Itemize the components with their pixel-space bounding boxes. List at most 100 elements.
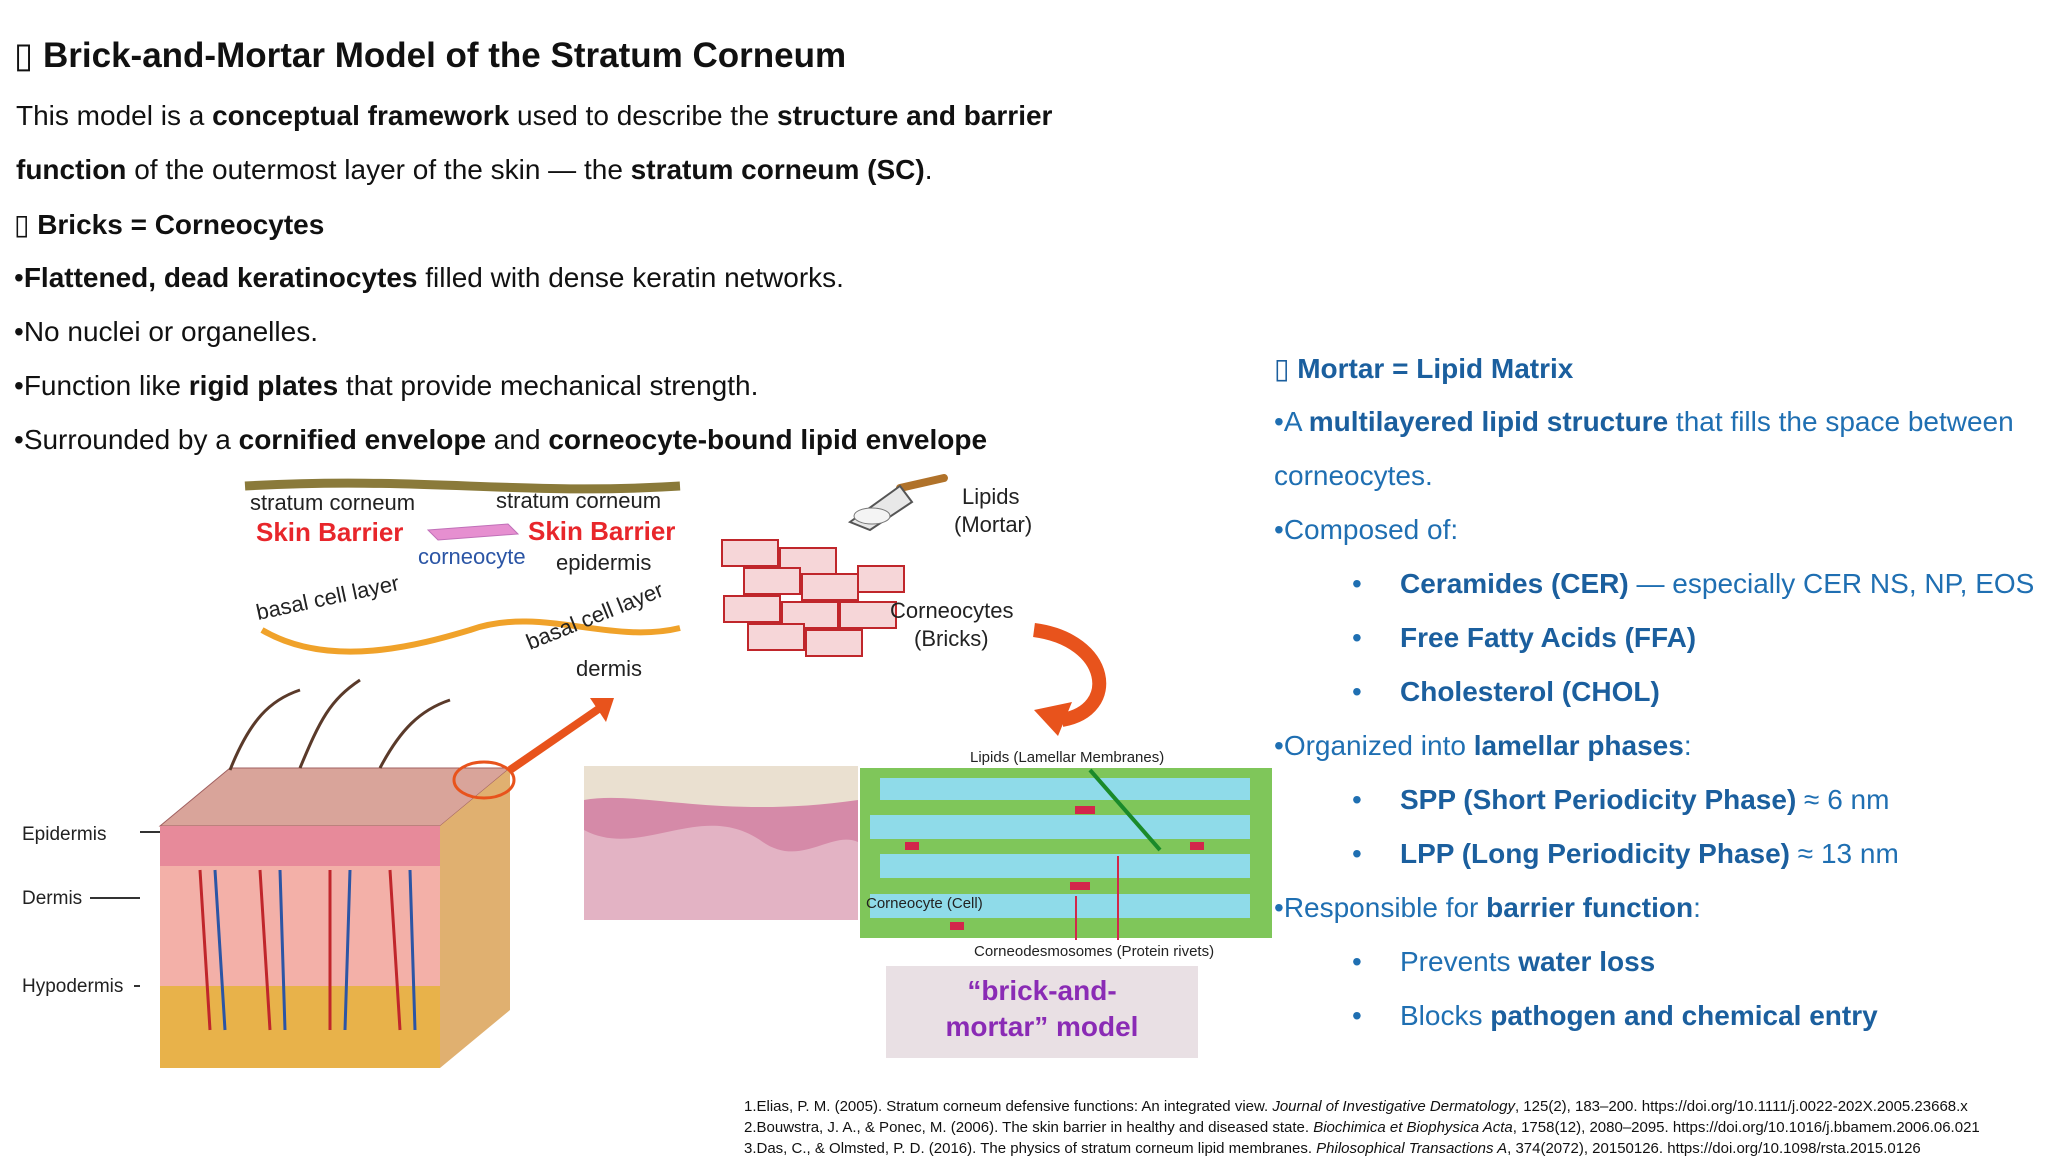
straight-arrow-head bbox=[590, 698, 614, 722]
lamellar-diagram bbox=[860, 768, 1272, 940]
sub-bullet-ceramides: •Ceramides (CER) — especially CER NS, NP… bbox=[1352, 568, 2035, 599]
bullet-bold: LPP (Long Periodicity Phase) bbox=[1400, 838, 1791, 869]
epidermis-top-label: epidermis bbox=[556, 550, 651, 575]
corneocytes-bricks-label-1: Corneocytes bbox=[890, 598, 1014, 623]
bullet-text: Responsible for bbox=[1283, 892, 1487, 923]
sub-bullet-ffa: •Free Fatty Acids (FFA) bbox=[1352, 622, 1697, 653]
bullet-text: : bbox=[1693, 892, 1701, 923]
curved-arrow-head bbox=[1034, 702, 1072, 736]
straight-arrow-icon bbox=[507, 704, 603, 774]
ref-journal: Philosophical Transactions A bbox=[1316, 1140, 1508, 1157]
lipids-lamellar-label: Lipids (Lamellar Membranes) bbox=[970, 749, 1164, 766]
ref-journal: Journal of Investigative Dermatology bbox=[1272, 1098, 1515, 1115]
bullet-bold: barrier function bbox=[1486, 892, 1694, 923]
sub-bullet-chol: •Cholesterol (CHOL) bbox=[1352, 676, 1660, 707]
bullet-text: Blocks bbox=[1400, 1000, 1491, 1031]
corneocyte-cell-label: Corneocyte (Cell) bbox=[866, 895, 983, 912]
corneodesmosomes-label: Corneodesmosomes (Protein rivets) bbox=[974, 943, 1214, 960]
bricks-bullet-4: •Surrounded by a cornified envelope and … bbox=[14, 424, 988, 455]
basal-left-label: basal cell layer bbox=[254, 570, 402, 625]
bricks-bullet-3: •Function like rigid plates that provide… bbox=[14, 370, 759, 401]
bullet-text: Prevents bbox=[1400, 946, 1519, 977]
intro-text: used to describe the bbox=[509, 100, 778, 131]
bullet-text: that provide mechanical strength. bbox=[338, 370, 759, 401]
bullet-text: — especially CER NS, NP, EOS bbox=[1628, 568, 2035, 599]
bullet-text: No nuclei or organelles. bbox=[23, 316, 318, 347]
bricks-heading: ▯ Bricks = Corneocytes bbox=[14, 209, 325, 240]
intro-bold: conceptual framework bbox=[212, 100, 510, 131]
basal-right-label: basal cell layer bbox=[523, 577, 667, 655]
model-label-2: mortar” model bbox=[946, 1011, 1139, 1042]
mortar-bullet-3: •Organized into lamellar phases: bbox=[1274, 730, 1692, 761]
bullet-bold: cornified envelope bbox=[238, 424, 487, 455]
sub-bullet-pathogen: •Blocks pathogen and chemical entry bbox=[1352, 1000, 1878, 1031]
intro-bold: structure and barrier bbox=[777, 100, 1053, 131]
corneocyte-shape bbox=[426, 523, 520, 541]
reference-1: 1.Elias, P. M. (2005). Stratum corneum d… bbox=[744, 1096, 1980, 1117]
curved-arrow-icon bbox=[1032, 623, 1107, 727]
corneocyte-label: corneocyte bbox=[418, 544, 526, 569]
ref-journal: Biochimica et Biophysica Acta bbox=[1313, 1119, 1513, 1136]
bricks-bullet-2: •No nuclei or organelles. bbox=[14, 316, 318, 347]
brick-wall-icon bbox=[721, 539, 905, 657]
mortar-bullet-2: •Composed of: bbox=[1274, 514, 1459, 545]
sub-bullet-spp: •SPP (Short Periodicity Phase) ≈ 6 nm bbox=[1352, 784, 1890, 815]
skin-cross-section bbox=[158, 678, 512, 1068]
bullet-text: Organized into bbox=[1283, 730, 1474, 761]
bullet-bold: Cholesterol (CHOL) bbox=[1400, 676, 1660, 707]
intro-line-1: This model is a conceptual framework use… bbox=[16, 100, 1052, 132]
dermis-top-label: dermis bbox=[576, 656, 642, 681]
sub-bullet-lpp: •LPP (Long Periodicity Phase) ≈ 13 nm bbox=[1352, 838, 1899, 869]
model-label-box bbox=[886, 966, 1198, 1058]
bullet-text: Function like bbox=[23, 370, 189, 401]
bullet-bold: Free Fatty Acids (FFA) bbox=[1400, 622, 1697, 653]
bullet-bold: Flattened, dead keratinocytes bbox=[23, 262, 418, 293]
ref-text: , 1758(12), 2080–2095. https://doi.org/1… bbox=[1512, 1119, 1980, 1136]
lipids-mortar-label-1: Lipids bbox=[962, 484, 1019, 509]
ref-text: 1.Elias, P. M. (2005). Stratum corneum d… bbox=[744, 1098, 1273, 1115]
intro-text: of the outermost layer of the skin — the bbox=[126, 154, 631, 185]
page-title: ▯ Brick-and-Mortar Model of the Stratum … bbox=[14, 36, 847, 75]
bullet-bold: water loss bbox=[1518, 946, 1656, 977]
bullet-text: A bbox=[1283, 406, 1309, 437]
ref-text: 2.Bouwstra, J. A., & Ponec, M. (2006). T… bbox=[744, 1119, 1314, 1136]
references: 1.Elias, P. M. (2005). Stratum corneum d… bbox=[744, 1096, 1980, 1159]
bullet-text: ≈ 13 nm bbox=[1790, 838, 1899, 869]
ref-text: 3.Das, C., & Olmsted, P. D. (2016). The … bbox=[744, 1140, 1317, 1157]
sc-right-label: stratum corneum bbox=[496, 488, 661, 513]
mortar-bullet-4: •Responsible for barrier function: bbox=[1274, 892, 1701, 923]
reference-2: 2.Bouwstra, J. A., & Ponec, M. (2006). T… bbox=[744, 1117, 1980, 1138]
bullet-text: Composed of: bbox=[1283, 514, 1459, 545]
skin-barrier-right: Skin Barrier bbox=[528, 516, 675, 546]
dermis-label: Dermis bbox=[22, 888, 82, 909]
bullet-bold: Ceramides (CER) bbox=[1400, 568, 1629, 599]
intro-line-2: function of the outermost layer of the s… bbox=[16, 154, 933, 186]
highlight-circle bbox=[452, 760, 516, 800]
bullet-bold: lamellar phases bbox=[1473, 730, 1684, 761]
ref-text: , 374(2072), 20150126. https://doi.org/1… bbox=[1507, 1140, 1921, 1157]
bullet-text: that fills the space between bbox=[1668, 406, 2014, 437]
bricks-bullet-1: •Flattened, dead keratinocytes filled wi… bbox=[14, 262, 844, 293]
intro-text: This model is a bbox=[16, 100, 213, 131]
stratum-corneum-band bbox=[244, 478, 681, 494]
mortar-heading: ▯ Mortar = Lipid Matrix bbox=[1274, 353, 1574, 384]
trowel-icon bbox=[847, 474, 948, 532]
sub-bullet-water: •Prevents water loss bbox=[1352, 946, 1656, 977]
mortar-bullet-1-cont: corneocytes. bbox=[1274, 460, 1433, 491]
epidermis-label: Epidermis bbox=[22, 824, 106, 845]
intro-bold: stratum corneum (SC) bbox=[630, 154, 925, 185]
brick-mortar-figure: stratum corneum stratum corneum Skin Bar… bbox=[22, 474, 1272, 1068]
bullet-bold: SPP (Short Periodicity Phase) bbox=[1400, 784, 1797, 815]
bullet-bold: corneocyte-bound lipid envelope bbox=[548, 424, 988, 455]
bullet-text: filled with dense keratin networks. bbox=[417, 262, 844, 293]
bullet-bold: rigid plates bbox=[188, 370, 339, 401]
histology-image bbox=[584, 766, 858, 920]
skin-barrier-left: Skin Barrier bbox=[256, 517, 403, 547]
bullet-bold: pathogen and chemical entry bbox=[1490, 1000, 1878, 1031]
sc-left-label: stratum corneum bbox=[250, 490, 415, 515]
bullet-text: Surrounded by a bbox=[23, 424, 239, 455]
ref-text: , 125(2), 183–200. https://doi.org/10.11… bbox=[1514, 1098, 1968, 1115]
mortar-bullet-1: •A multilayered lipid structure that fil… bbox=[1274, 406, 2014, 437]
corneocytes-bricks-label-2: (Bricks) bbox=[914, 626, 989, 651]
bullet-text: and bbox=[486, 424, 549, 455]
